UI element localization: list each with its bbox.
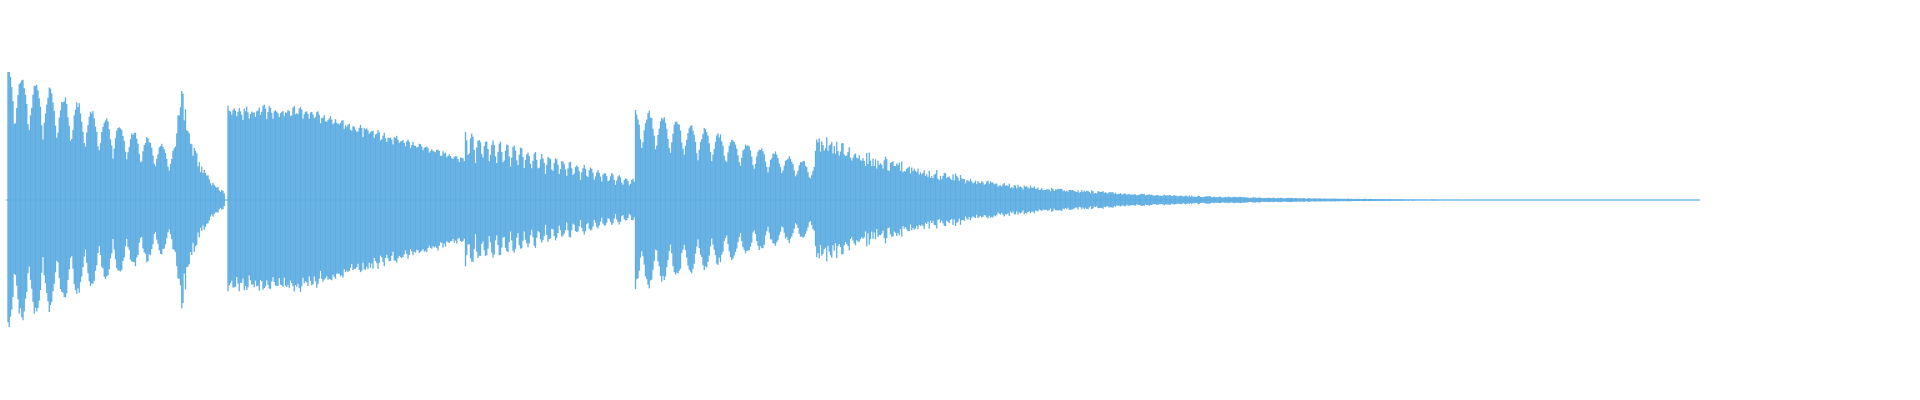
waveform-samples bbox=[7, 72, 1700, 327]
